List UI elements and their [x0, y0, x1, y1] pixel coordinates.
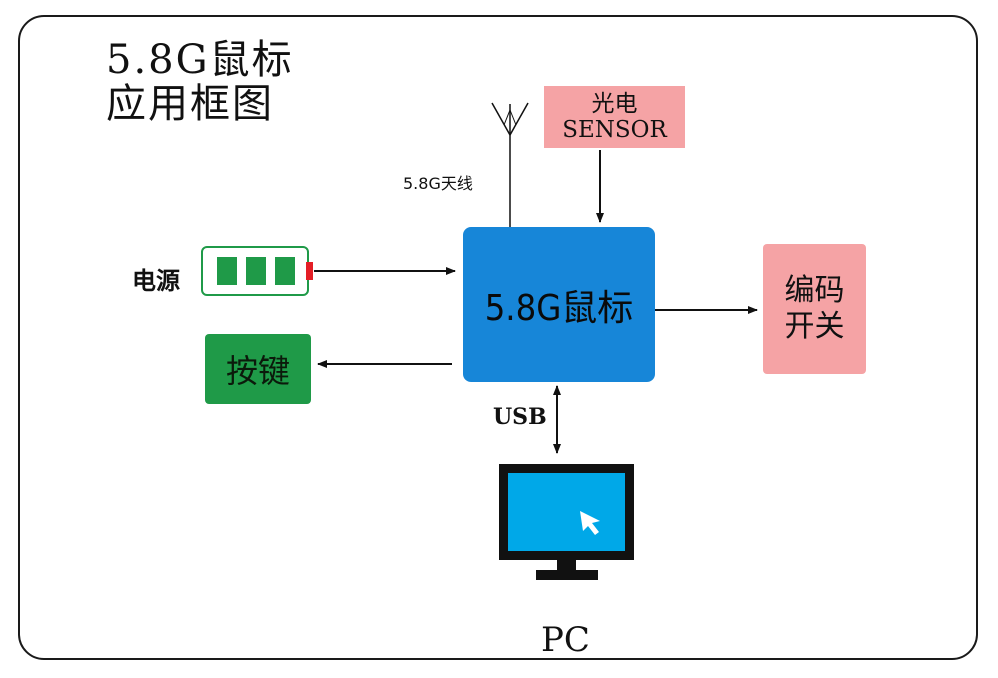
antenna-icon — [491, 102, 529, 227]
sensor-label-line-1: 光电 — [591, 91, 638, 117]
battery-cell — [246, 257, 266, 285]
keys-block: 按键 — [205, 334, 311, 404]
monitor-icon — [499, 464, 634, 580]
battery-cell — [217, 257, 237, 285]
encoder-label-line-2: 开关 — [784, 309, 845, 344]
pc-label: PC — [541, 620, 590, 660]
diagram-frame — [18, 15, 978, 660]
title-line-2: 应用框图 — [106, 81, 274, 127]
encoder-label-line-1: 编码 — [784, 273, 845, 308]
mcu-label: 5.8G鼠标 — [484, 287, 634, 329]
usb-label: USB — [493, 404, 547, 430]
diagram-title: 5.8G鼠标 应用框图 — [106, 38, 294, 126]
sensor-label-line-2: SENSOR — [562, 117, 667, 143]
optical-sensor-block: 光电 SENSOR — [544, 86, 685, 148]
encoder-switch-block: 编码 开关 — [763, 244, 866, 374]
cursor-icon — [580, 511, 600, 535]
power-label: 电源 — [132, 267, 180, 295]
keys-label: 按键 — [225, 352, 290, 390]
battery-terminal — [306, 262, 313, 280]
mcu-block: 5.8G鼠标 — [463, 227, 655, 382]
antenna-label: 5.8G天线 — [403, 174, 473, 193]
battery-cell — [275, 257, 295, 285]
battery-icon — [201, 246, 309, 296]
title-line-1: 5.8G鼠标 — [106, 37, 294, 83]
